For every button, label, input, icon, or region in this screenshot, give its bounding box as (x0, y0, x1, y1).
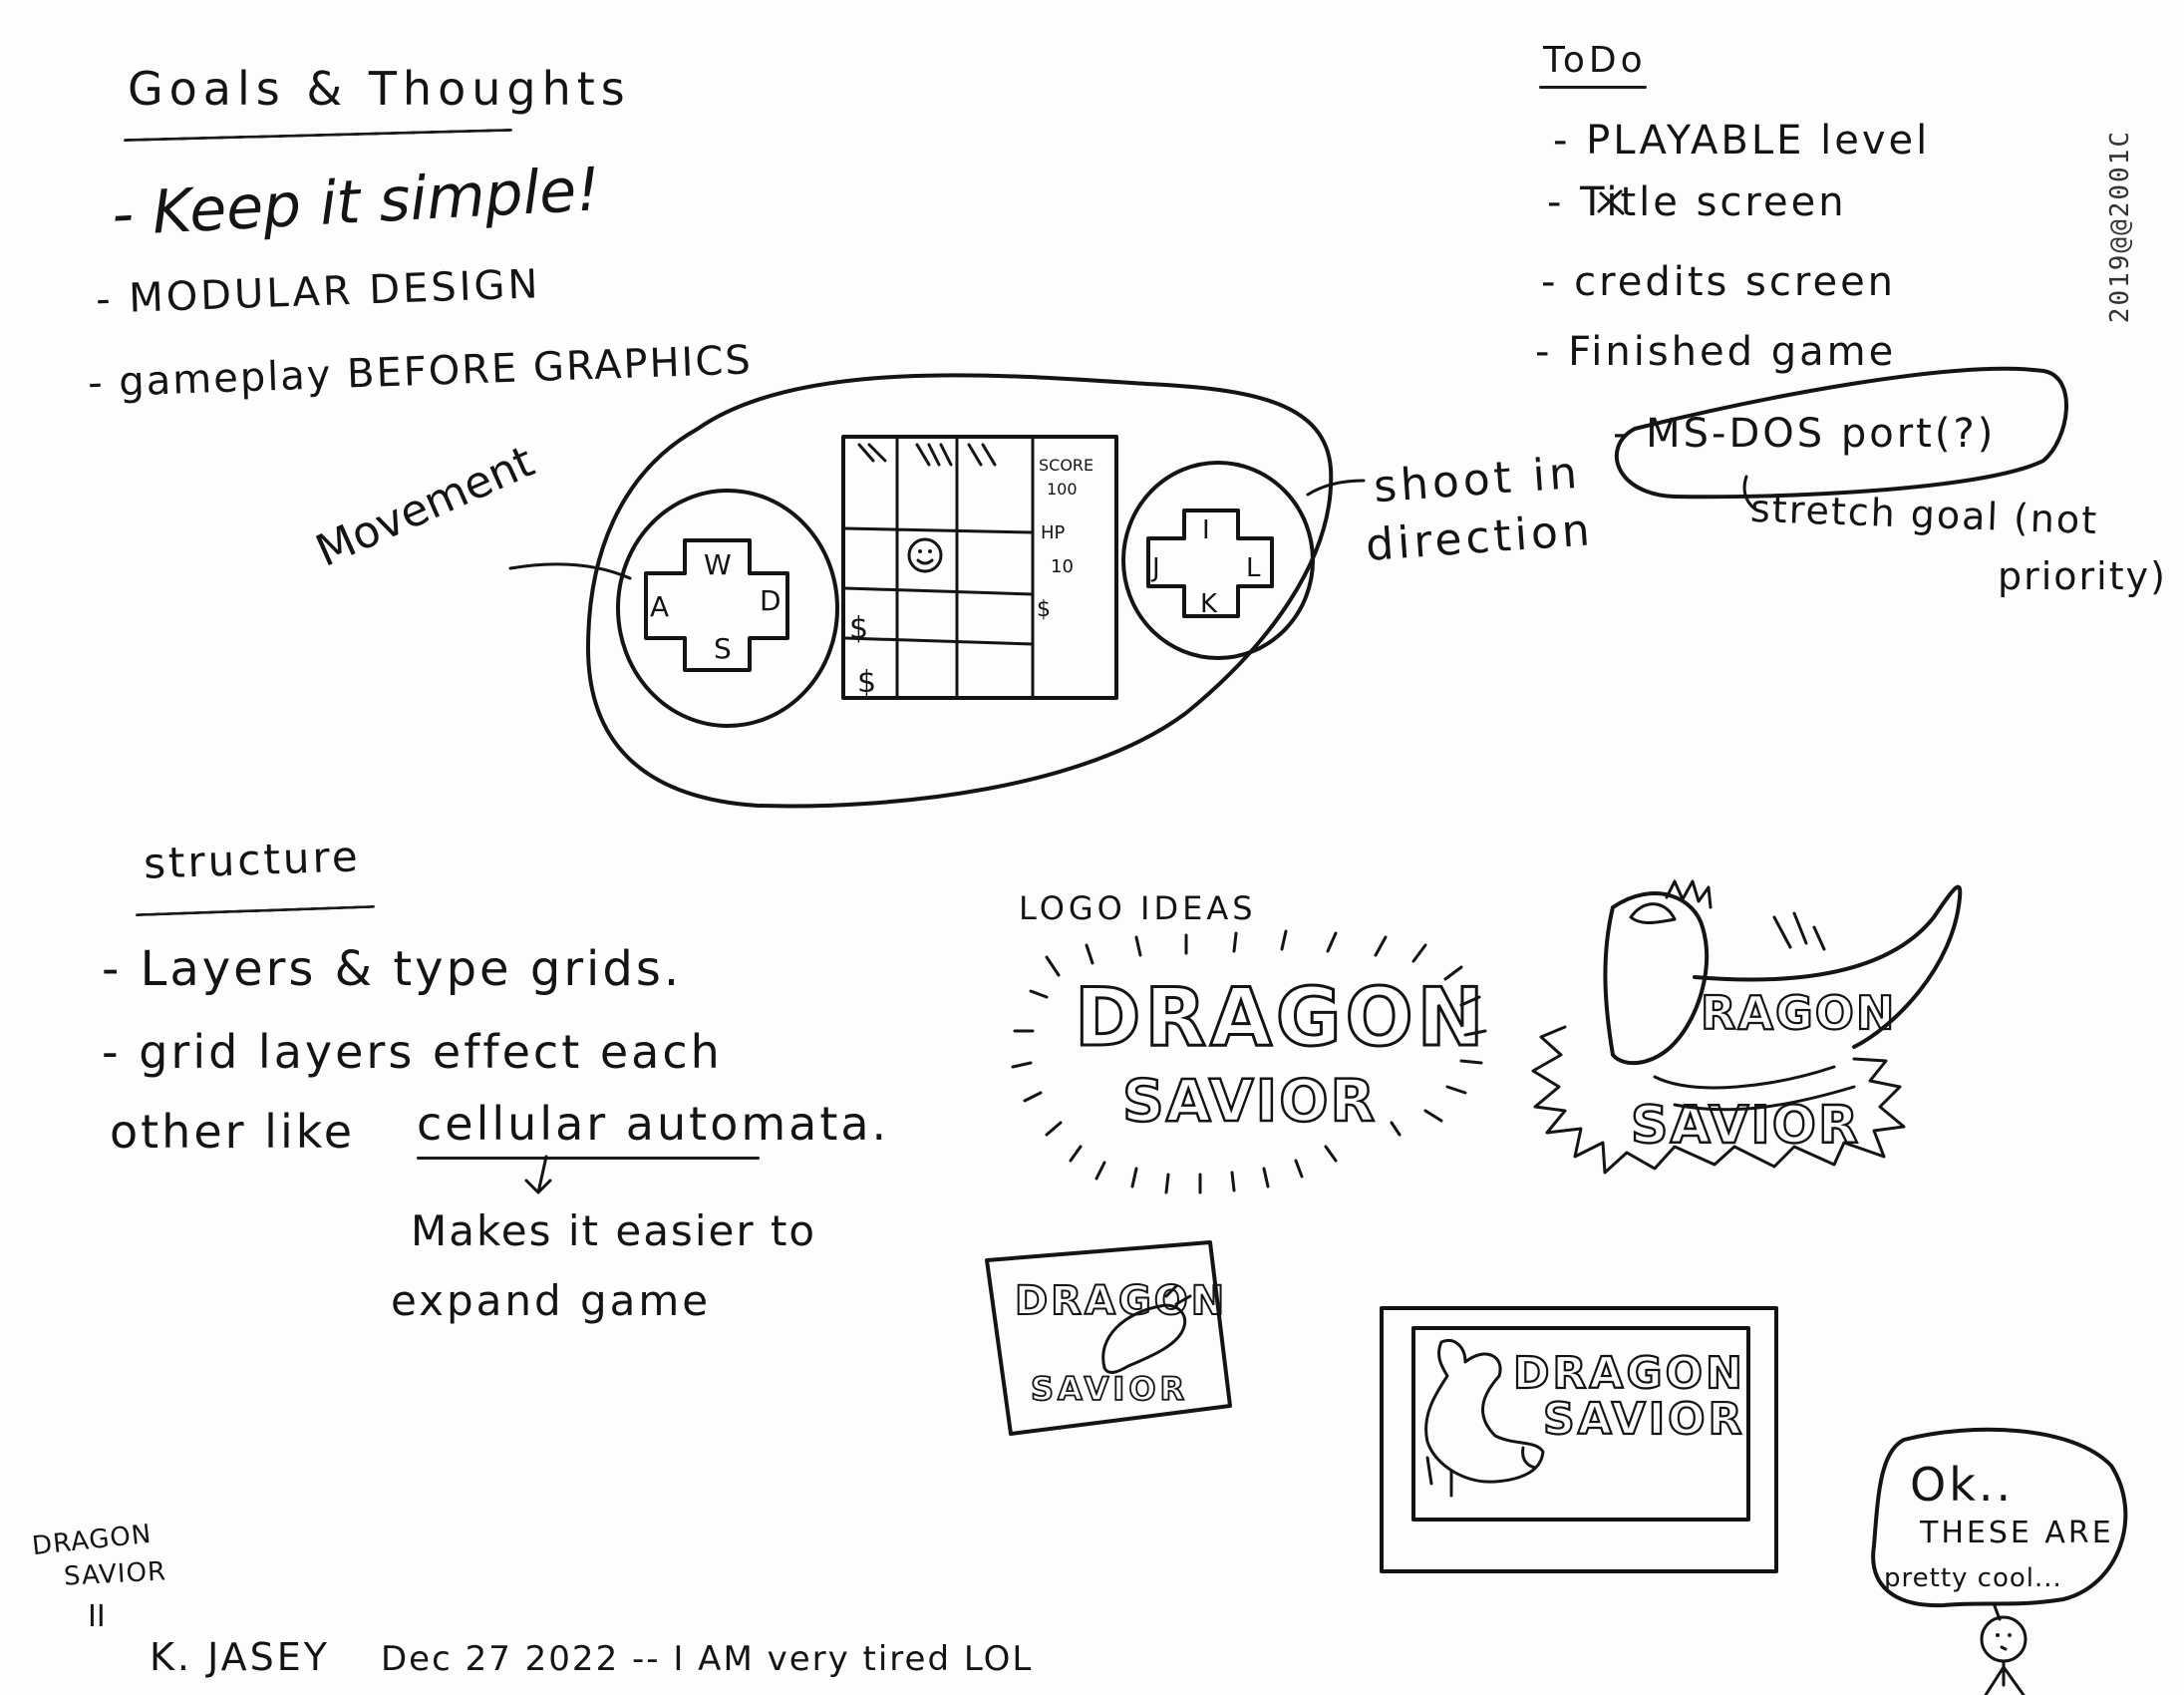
logo-3-frame (985, 1240, 1232, 1436)
dpad-key-i: I (1202, 515, 1210, 545)
logo-3-dragon-savior: DRAGON SAVIOR (985, 1240, 1232, 1436)
logo-2-title: RAGON (1701, 986, 1896, 1040)
todo-item-credits-screen: - credits screen (1541, 259, 1897, 305)
logo-2-dragon-eye (1629, 902, 1677, 924)
structure-line2: - grid layers effect each (102, 1025, 723, 1079)
title-screen-strike (1597, 189, 1625, 215)
logo-4-dragon-claw (1424, 1339, 1545, 1498)
dpad-key-a: A (650, 590, 669, 623)
logo-1-dragon-savior: DRAGON SAVIOR (1011, 929, 1488, 1194)
stick-figure-mouth (2000, 1645, 2008, 1651)
screen-frame (841, 435, 1118, 700)
todo-stretch-note-line2: priority) (1998, 554, 2167, 598)
player-smiley-face (907, 537, 943, 573)
hud-score-value: 100 (1047, 480, 1078, 499)
dpad-key-w: W (704, 548, 732, 581)
smiley-eye-left (918, 549, 922, 553)
logo-1-rays (1011, 929, 1487, 1194)
logo-2-dragon-head-d (1603, 891, 1710, 1065)
screen-cell-dollar-2: $ (857, 665, 876, 700)
dpad-key-s: S (714, 632, 732, 665)
shoot-leader-line (1306, 479, 1366, 497)
smiley-mouth (916, 558, 934, 565)
bubble-line1: Ok.. (1910, 1458, 2015, 1512)
todo-heading: ToDo (1543, 40, 1647, 81)
left-dpad-ring (616, 489, 839, 728)
todo-item-title-screen: - Title screen (1547, 179, 1847, 225)
logo-4-title: DRAGON (1513, 1348, 1745, 1399)
logo-2-flame-burst (1531, 1025, 1906, 1175)
structure-line1: - Layers & type grids. (102, 941, 683, 997)
logo-3-title: DRAGON (1015, 1278, 1227, 1324)
logo-1-title: DRAGON (1075, 971, 1488, 1064)
logo-2-dragon-spikes (1665, 879, 1826, 951)
logo-2-subtitle: SAVIOR (1631, 1096, 1860, 1156)
logo-4-dragon-savior: DRAGON SAVIOR (1380, 1306, 1778, 1573)
dpad-key-j: J (1150, 553, 1160, 583)
logo-2-dragon-savior: RAGON SAVIOR (1531, 879, 1963, 1175)
screen-hatching (857, 443, 997, 467)
automata-arrow (524, 1155, 552, 1194)
stick-figure-body (1984, 1659, 2026, 1695)
corner-title-line3: II (88, 1599, 106, 1634)
right-dpad-cross-shape (1146, 508, 1274, 618)
goals-heading: Goals & Thoughts (128, 62, 631, 116)
screen-cell-dollar-1: $ (849, 611, 868, 646)
logo-3-dragon-head (1101, 1284, 1192, 1374)
speech-bubble-outline (1871, 1427, 2128, 1608)
bubble-line3: pretty cool... (1884, 1563, 2062, 1593)
msdos-port-bubble (1614, 366, 2068, 500)
structure-arrow-note-line1: Makes it easier to (411, 1206, 817, 1255)
hud-score-label: SCORE (1039, 456, 1093, 475)
hud-hp-label: HP (1041, 522, 1066, 543)
cellular-automata-underline (417, 1157, 760, 1160)
hud-money-label: $ (1037, 597, 1051, 622)
logo-2-banner-swoosh (1653, 1065, 1856, 1112)
stick-figure-eye-left (1996, 1633, 2000, 1637)
signature: K. JASEY (150, 1635, 330, 1679)
movement-leader-line (508, 562, 632, 580)
logo-1-subtitle: SAVIOR (1122, 1067, 1377, 1135)
msdos-note-connector (1742, 475, 1756, 510)
hud-hp-value: 10 (1051, 556, 1074, 577)
controller-outline-shape (586, 373, 1334, 809)
todo-item-finished-game: - Finished game (1535, 329, 1897, 375)
structure-arrow-note-line2: expand game (391, 1276, 712, 1325)
logo-2-dragon-tail (1693, 884, 1963, 1049)
todo-heading-underline (1539, 86, 1647, 89)
structure-line3-prefix: other like (110, 1105, 356, 1159)
logo-4-outer-frame (1380, 1306, 1778, 1573)
stick-figure-eye-right (2008, 1633, 2012, 1637)
todo-item-playable-level: - PLAYABLE level (1553, 118, 1931, 164)
screen-grid-lines (843, 437, 1035, 700)
smiley-eye-right (928, 549, 932, 553)
dpad-key-d: D (760, 584, 781, 617)
logo-ideas-heading: LOGO IDEAS (1019, 889, 1257, 927)
dpad-key-l: L (1246, 553, 1261, 583)
bubble-line2: THESE ARE (1920, 1516, 2114, 1550)
left-dpad-cross-shape (644, 538, 789, 672)
date-note: Dec 27 2022 -- I AM very tired LOL (381, 1639, 1034, 1679)
structure-line3-underlined: cellular automata. (417, 1097, 890, 1151)
dpad-key-k: K (1200, 589, 1218, 619)
right-dpad-ring (1121, 461, 1315, 660)
logo-3-subtitle: SAVIOR (1031, 1370, 1188, 1408)
logo-4-subtitle: SAVIOR (1543, 1394, 1744, 1445)
logo-4-inner-frame (1411, 1326, 1750, 1522)
stick-figure-head (1980, 1615, 2028, 1663)
